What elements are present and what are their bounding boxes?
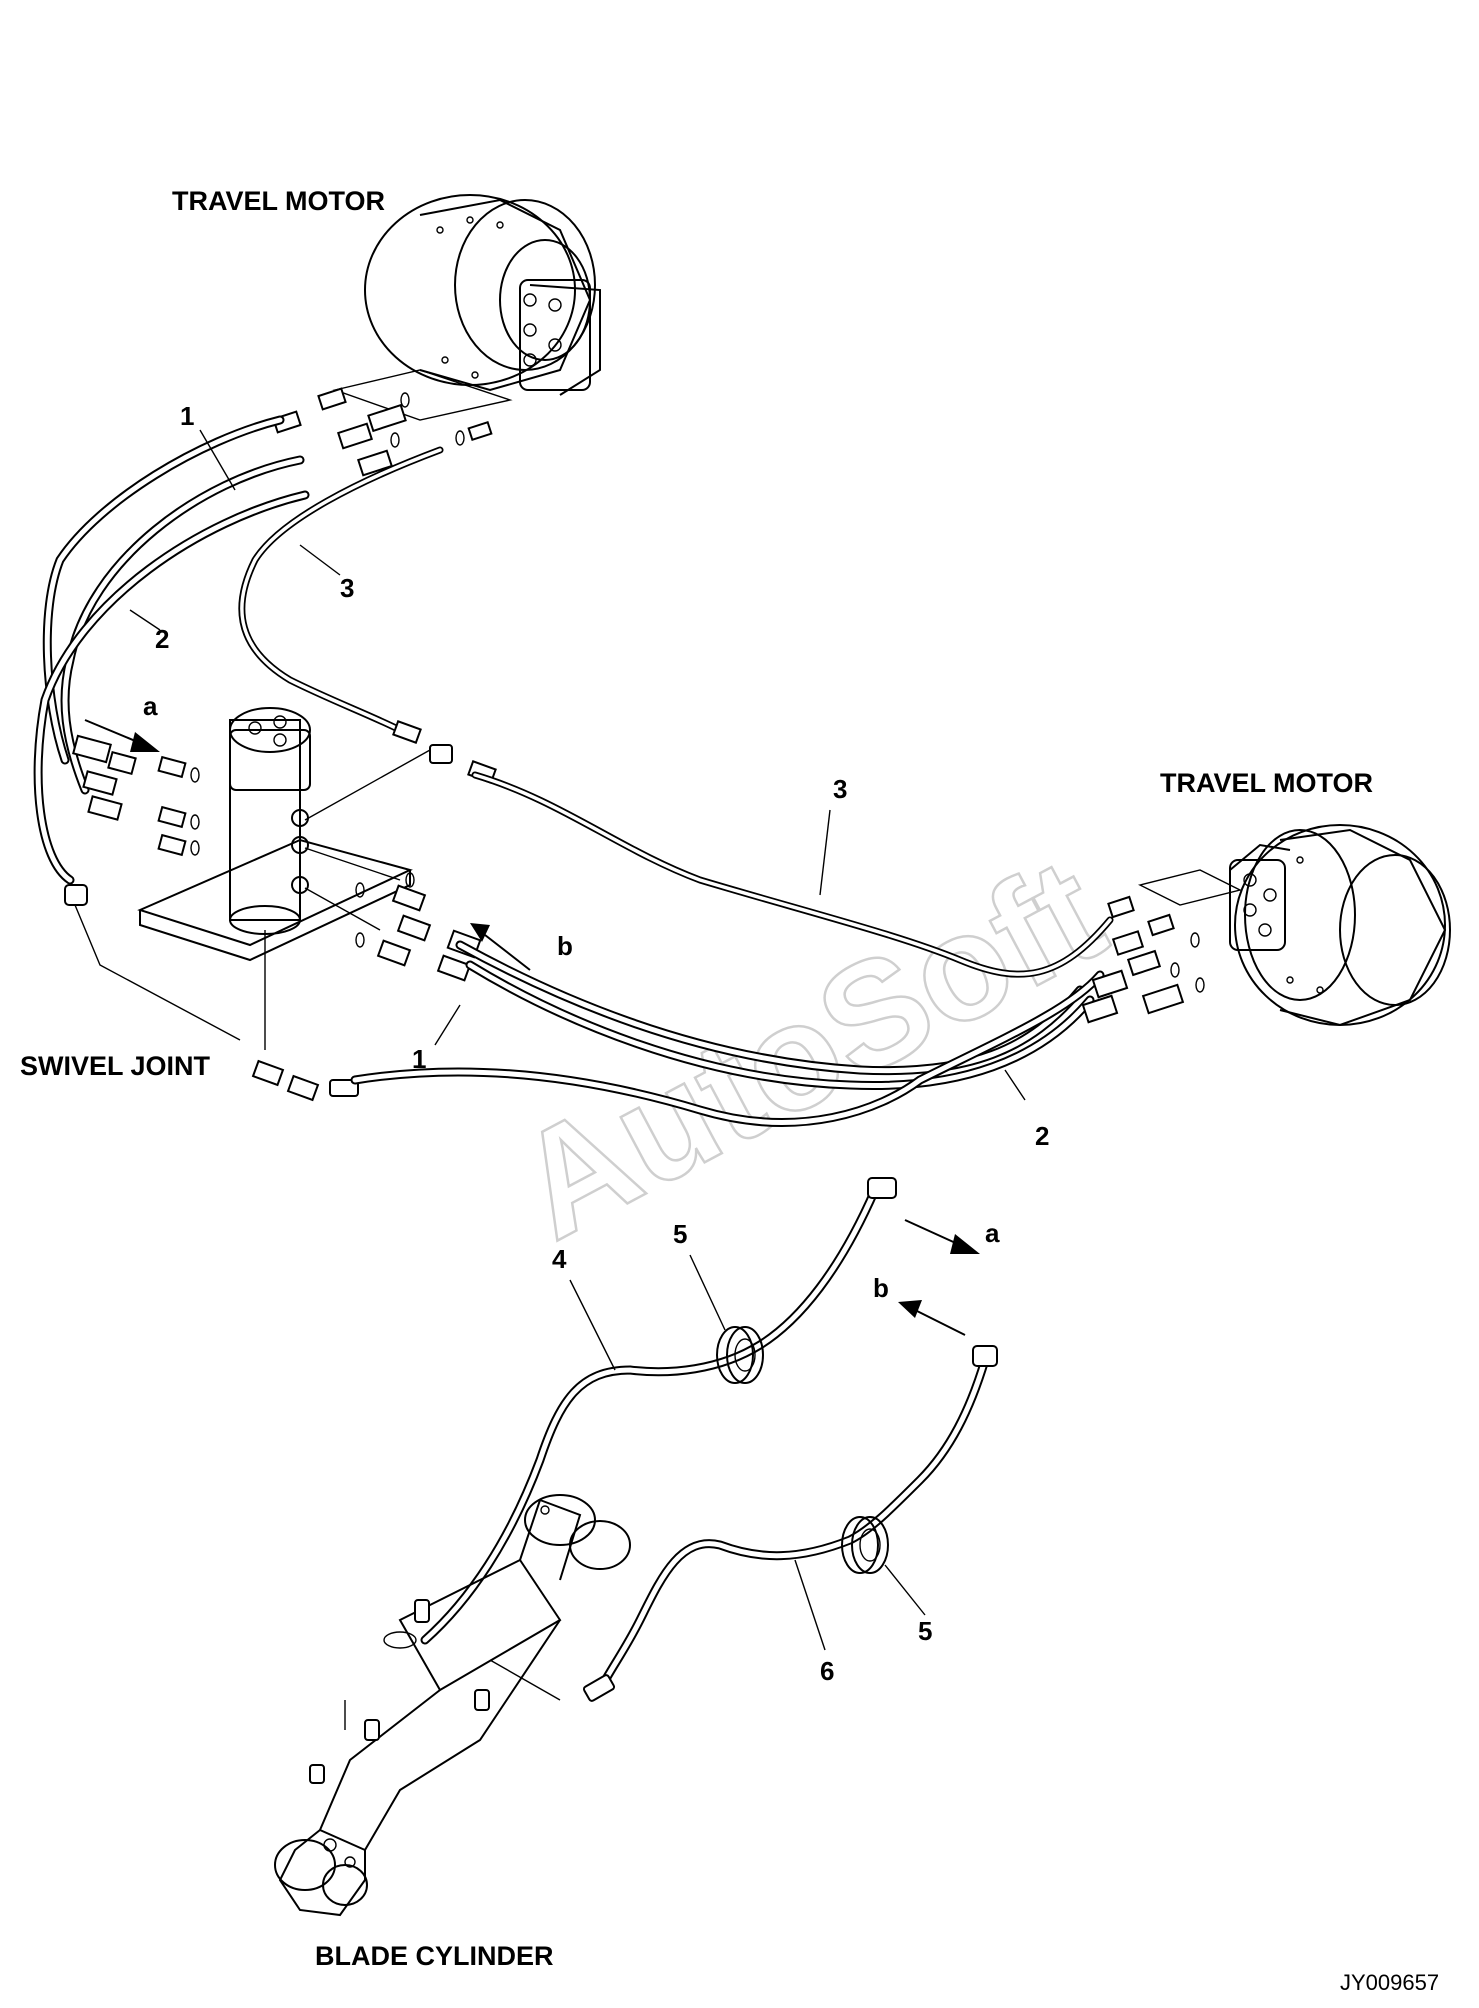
callout-3-top: 3 — [340, 573, 354, 603]
grommet-lower — [841, 1516, 889, 1574]
hoses-top — [33, 415, 444, 885]
arrow-a-upper — [84, 719, 160, 752]
travel-motor-right — [1137, 824, 1451, 1027]
blade-hoses — [420, 1177, 998, 1695]
label-travel-motor-right: TRAVEL MOTOR — [1160, 768, 1373, 798]
callout-5-top: 5 — [673, 1219, 687, 1249]
callout-a-top: a — [143, 691, 158, 721]
swivel-left-fittings — [64, 734, 241, 1041]
callout-2-mid: 2 — [1035, 1121, 1049, 1151]
label-travel-motor-top: TRAVEL MOTOR — [172, 186, 385, 216]
callout-1-mid: 1 — [412, 1044, 426, 1074]
callout-6: 6 — [820, 1656, 834, 1686]
arrow-b-mid — [470, 923, 531, 971]
callout-2-top: 2 — [155, 624, 169, 654]
swivel-joint — [137, 707, 413, 1050]
travel-motor-top — [332, 194, 601, 421]
callout-b-mid: b — [557, 931, 573, 961]
top-fittings — [272, 387, 493, 477]
hoses-main — [350, 771, 1114, 1127]
callout-b-low: b — [873, 1273, 889, 1303]
blade-cylinder — [274, 1494, 631, 1917]
label-blade-cylinder: BLADE CYLINDER — [315, 1941, 554, 1971]
callout-3-mid: 3 — [833, 774, 847, 804]
callout-4: 4 — [552, 1244, 567, 1274]
figure-code: JY009657 — [1340, 1970, 1439, 1995]
callout-1-top: 1 — [180, 401, 194, 431]
callout-5-low: 5 — [918, 1616, 932, 1646]
swivel-right-fittings — [251, 720, 497, 1102]
label-swivel-joint: SWIVEL JOINT — [20, 1051, 211, 1081]
arrow-b-lower — [898, 1300, 966, 1336]
arrow-a-lower — [904, 1219, 980, 1254]
right-motor-fittings — [1081, 895, 1205, 1024]
callout-a-low: a — [985, 1218, 1000, 1248]
grommet-upper — [716, 1326, 764, 1384]
